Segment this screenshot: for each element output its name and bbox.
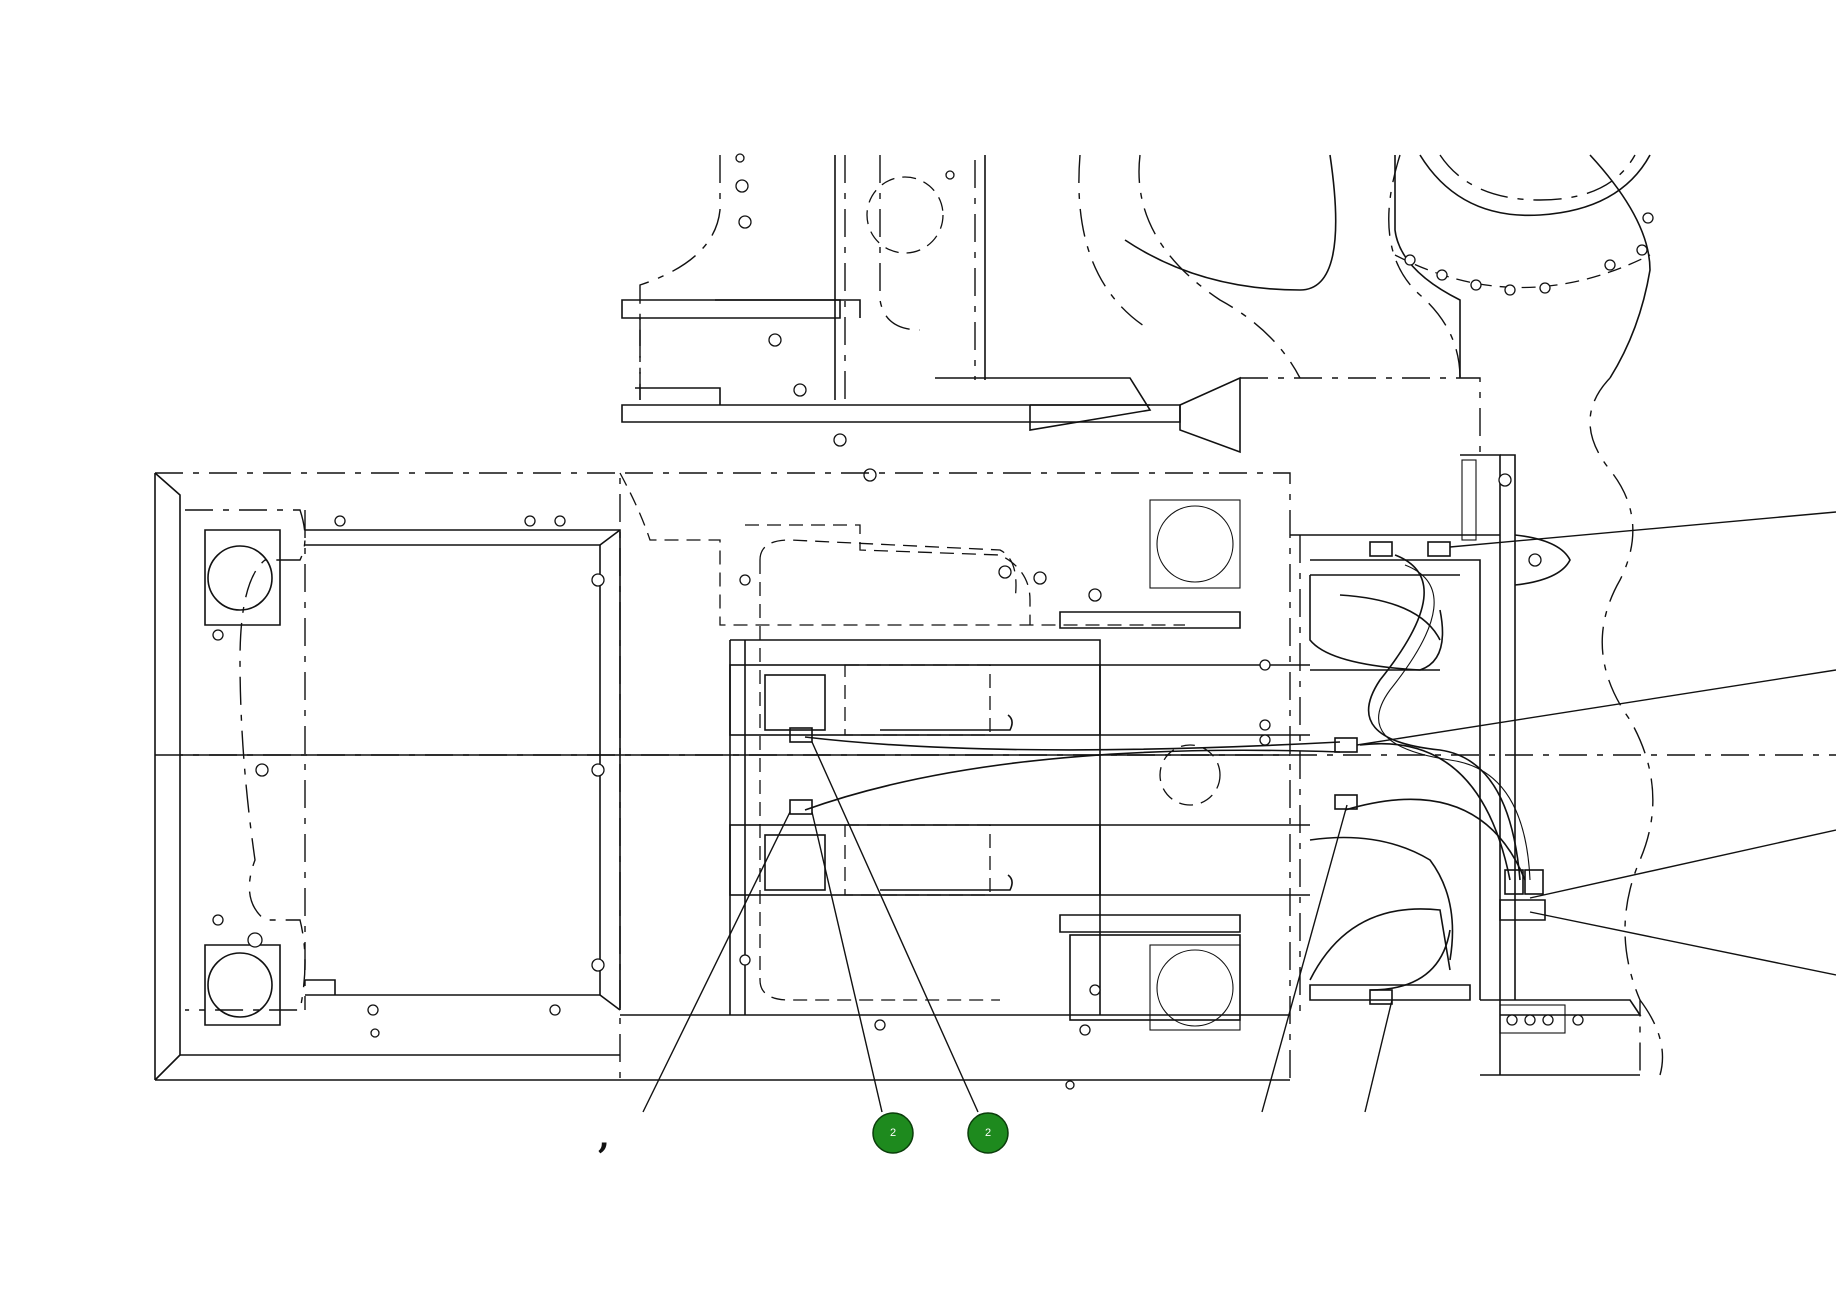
leader-lines bbox=[642, 511, 1836, 1113]
left-mounting-plate bbox=[185, 509, 621, 1026]
callout-label: 2 bbox=[890, 1127, 896, 1139]
callout-label: 2 bbox=[985, 1127, 991, 1139]
main-chassis-frame bbox=[154, 472, 1836, 1081]
left-plate-bolts bbox=[212, 515, 605, 1038]
hydraulic-hoses bbox=[804, 554, 1531, 991]
center-bolts bbox=[739, 565, 1271, 1090]
stray-comma-mark: , bbox=[598, 1117, 610, 1157]
callout-balloon[interactable]: 2 bbox=[967, 1112, 1009, 1154]
hose-fittings bbox=[789, 541, 1546, 1005]
right-bracket-assembly bbox=[1290, 454, 1642, 1076]
callout-circle[interactable] bbox=[872, 1112, 914, 1154]
center-cylinder-assembly bbox=[729, 499, 1310, 1031]
callout-circle[interactable] bbox=[967, 1112, 1009, 1154]
callout-balloon[interactable]: 2 bbox=[872, 1112, 914, 1154]
upper-frame-outline bbox=[621, 154, 1664, 1076]
upper-bolts bbox=[735, 153, 1654, 482]
